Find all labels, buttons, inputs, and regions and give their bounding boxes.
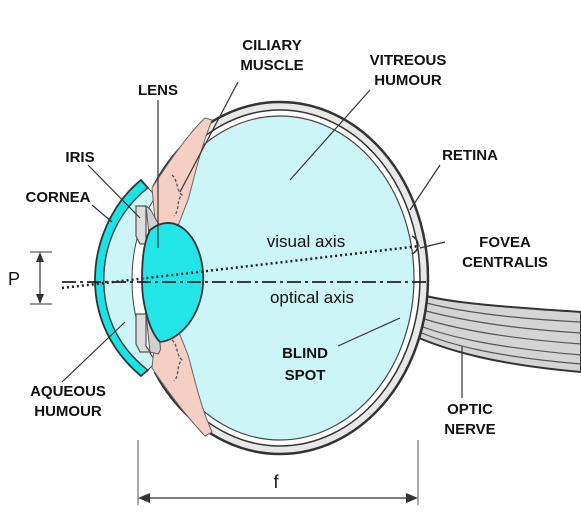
label-blind-line2: SPOT: [285, 367, 326, 384]
label-retina: RETINA: [442, 147, 498, 164]
label-optical-axis: optical axis: [270, 288, 354, 307]
label-iris: IRIS: [65, 149, 94, 166]
label-visual-axis: visual axis: [267, 232, 345, 251]
label-ciliary-line2: MUSCLE: [240, 57, 303, 74]
leader-vitreous-humour: [289, 89, 371, 181]
visual-axis-line: [61, 244, 421, 290]
leader-lines: [61, 81, 463, 398]
label-aqueous-line2: HUMOUR: [34, 403, 102, 420]
leader-retina: [409, 164, 441, 211]
leader-blind-spot: [337, 317, 401, 347]
optic-nerve: [411, 290, 581, 374]
fovea: [411, 235, 419, 255]
label-lens: LENS: [138, 82, 178, 99]
label-fovea-line2: CENTRALIS: [462, 254, 548, 271]
label-vitreous-line1: VITREOUS: [370, 52, 447, 69]
leader-aqueous-humour: [61, 321, 126, 383]
label-f: f: [273, 472, 279, 492]
label-optic-line2: NERVE: [444, 421, 495, 438]
f-dimension: [137, 440, 419, 505]
label-cornea: CORNEA: [25, 189, 90, 206]
label-p: P: [8, 269, 20, 289]
label-blind-line1: BLIND: [282, 345, 328, 362]
label-aqueous-line1: AQUEOUS: [30, 383, 106, 400]
leader-fovea: [419, 241, 446, 249]
axes: [61, 244, 430, 290]
label-optic-line1: OPTIC: [447, 401, 493, 418]
aqueous-humour-region: [103, 187, 157, 371]
p-dimension: [30, 251, 52, 305]
leader-cornea: [91, 204, 113, 223]
labels: CILIARY MUSCLE VITREOUS HUMOUR LENS IRIS…: [8, 37, 548, 492]
leader-iris: [87, 164, 141, 219]
label-ciliary-line1: CILIARY: [242, 37, 301, 54]
eyeball: [130, 100, 430, 456]
label-fovea-line1: FOVEA: [479, 234, 531, 251]
leader-ciliary-muscle: [179, 81, 239, 193]
label-vitreous-line2: HUMOUR: [374, 72, 442, 89]
